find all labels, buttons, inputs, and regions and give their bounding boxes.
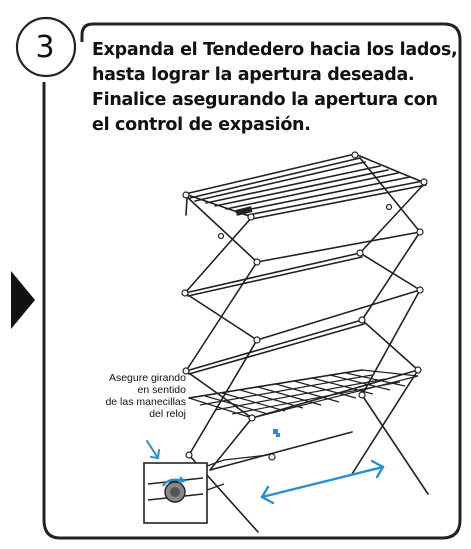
- clip-icon: [273, 429, 280, 437]
- rotate-arrow-icon: [162, 478, 181, 487]
- instruction-line: Expanda el Tendedero hacia los lados,: [92, 40, 458, 60]
- callout-note: Asegure girando en sentido de las maneci…: [86, 372, 186, 420]
- drying-rack: [184, 153, 429, 533]
- step-circle: [15, 16, 77, 78]
- double-arrow-icon: [260, 459, 385, 505]
- step-number: 3: [35, 29, 55, 65]
- instruction-text: Expanda el Tendedero hacia los lados, ha…: [92, 38, 462, 138]
- callout-line: de las manecillas: [105, 396, 186, 408]
- instruction-line: Finalice asegurando la apertura con: [92, 90, 438, 110]
- instruction-line: el control de expasión.: [92, 115, 311, 135]
- panel-border: [42, 22, 462, 540]
- callout-connector: [223, 454, 269, 461]
- callout-arrow-icon: [146, 440, 160, 460]
- shelf-grid: [188, 369, 419, 419]
- joint-markers: [181, 151, 428, 459]
- detail-zoom-box: [143, 459, 225, 524]
- callout-line: en sentido: [137, 384, 186, 396]
- instruction-line: hasta lograr la apertura deseada.: [92, 65, 415, 85]
- callout-line: Asegure girando: [108, 372, 186, 384]
- rack-handle: [235, 206, 253, 216]
- triangle-right-icon: [11, 271, 35, 329]
- callout-line: del reloj: [149, 408, 186, 420]
